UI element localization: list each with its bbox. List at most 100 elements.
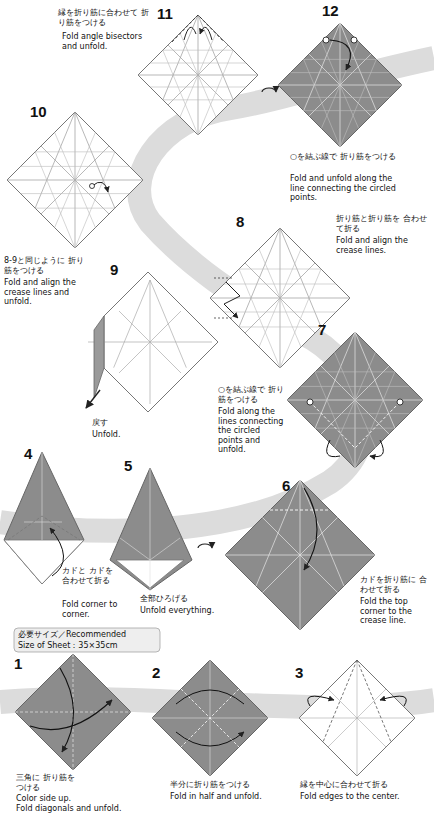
diagram-stroke: [198, 544, 212, 548]
rotate-symbol: [262, 88, 276, 92]
instruction-text: カドと カドを 合わせて折る: [62, 566, 116, 585]
diagram-stroke: [90, 184, 95, 189]
diagram-stroke: [50, 528, 64, 576]
diagram-stroke: [60, 668, 74, 752]
diagram-stroke: [7, 112, 143, 248]
diagram-stroke: [4, 452, 84, 584]
step-1: [15, 654, 131, 770]
diagram-stroke: [15, 654, 131, 770]
instruction-text: ○を結ぶ線で 折り筋をつける: [290, 152, 402, 162]
instruction-text: Fold and align the crease lines.: [336, 236, 424, 255]
diagram-stroke: [8, 516, 80, 540]
diagram-stroke: [120, 468, 180, 590]
diagram-stroke: [262, 88, 276, 92]
diagram-stroke: [299, 660, 415, 776]
diagram-stroke: [225, 480, 375, 630]
diagram-stroke: [210, 228, 350, 368]
diagram-stroke: [24, 452, 62, 540]
diagram-stroke: [225, 480, 375, 630]
diagram-stroke: [290, 42, 389, 147]
diagram-stroke: [307, 399, 313, 405]
diagram-stroke: [150, 33, 246, 135]
diagram-stroke: [301, 352, 410, 468]
instruction-text: 8-9と同じように 折り筋をつける: [4, 256, 88, 275]
diagram-stroke: [214, 278, 232, 318]
size-box: [14, 628, 160, 652]
instruction-text: 折り筋と折り筋を 合わせて折る: [336, 214, 428, 233]
diagram-stroke: [224, 282, 240, 318]
step-6: [225, 480, 375, 630]
diagram-stroke: [278, 23, 402, 147]
instruction-text: Size of Sheet：35×35cm: [18, 641, 158, 651]
instruction-text: Fold diagonals and unfold.: [16, 804, 166, 814]
step-number: 9: [110, 262, 130, 277]
step-8: [210, 228, 350, 368]
diagram-stroke: [270, 510, 330, 511]
step-number: 1: [14, 656, 34, 671]
instruction-text: 全部ひろげる: [140, 594, 220, 604]
diagram-stroke: [86, 390, 100, 408]
diagram-stroke: [88, 280, 212, 404]
diagram-stroke: [176, 690, 244, 746]
instruction-text: Fold along the lines connecting the circ…: [218, 407, 286, 455]
diagram-stroke: [138, 15, 258, 135]
step-number: 4: [24, 446, 44, 461]
instruction-text: Fold and align the crease lines and unfo…: [4, 278, 88, 307]
step-11: [138, 15, 258, 135]
path-band: [0, 58, 434, 707]
step-number: 10: [30, 104, 54, 119]
instruction-text: Fold in half and unfold.: [170, 792, 294, 802]
step-7: [287, 332, 423, 468]
diagram-stroke: [30, 700, 112, 730]
step-4: [4, 452, 84, 584]
step-12: [278, 23, 402, 147]
step-number: 2: [152, 665, 172, 680]
diagram-stroke: [15, 654, 131, 770]
instruction-text: 縁を中心に合わせて折る: [300, 780, 430, 790]
diagram-stroke: [304, 488, 317, 570]
diagram-stroke: [278, 23, 402, 147]
diagram-stroke: [210, 228, 350, 368]
instruction-text: 半分に折り筋をつける: [170, 780, 290, 790]
step-number: 7: [318, 322, 338, 337]
diagram-stroke: [94, 316, 104, 398]
instruction-text: Color side up.: [16, 794, 136, 804]
diagram-stroke: [330, 40, 350, 70]
rotate-symbol: [198, 544, 212, 548]
step-number: 5: [124, 458, 144, 473]
diagram-stroke: [152, 660, 268, 776]
diagram-stroke: [327, 440, 384, 457]
step-number: 3: [295, 665, 315, 680]
diagram-stroke: [152, 660, 268, 776]
instruction-text: 縁を折り筋に合わせて 折り筋をつける: [58, 8, 154, 27]
instruction-text: Fold corner to corner.: [62, 600, 134, 619]
diagram-stroke: [310, 402, 400, 448]
diagram-stroke: [21, 132, 130, 248]
diagram-stroke: [287, 332, 423, 468]
step-2: [152, 660, 268, 776]
diagram-stroke: [7, 112, 143, 248]
diagram-stroke: [299, 660, 415, 776]
diagram-stroke: [224, 249, 336, 368]
step-10: [7, 112, 143, 248]
step-number: 12: [322, 3, 346, 18]
step-5: [110, 468, 192, 590]
step-number: 8: [236, 214, 256, 229]
diagram-stroke: [323, 660, 391, 742]
step-3: [299, 660, 415, 776]
diagram-stroke: [308, 696, 334, 706]
step-9: [86, 272, 218, 412]
diagram-stroke: [380, 696, 406, 706]
diagram-stroke: [181, 689, 239, 747]
instruction-text: 必要サイズ／Recommended: [18, 630, 158, 640]
step-number: 6: [282, 478, 302, 493]
instruction-text: 戻す: [92, 418, 136, 428]
instruction-text: Unfold everything.: [140, 606, 226, 616]
diagram-stroke: [138, 15, 258, 135]
diagram-stroke: [287, 332, 423, 468]
diagram-stroke: [351, 37, 357, 43]
diagram-stroke: [172, 15, 224, 42]
instruction-text: Fold and unfold along the line connectin…: [290, 174, 402, 203]
